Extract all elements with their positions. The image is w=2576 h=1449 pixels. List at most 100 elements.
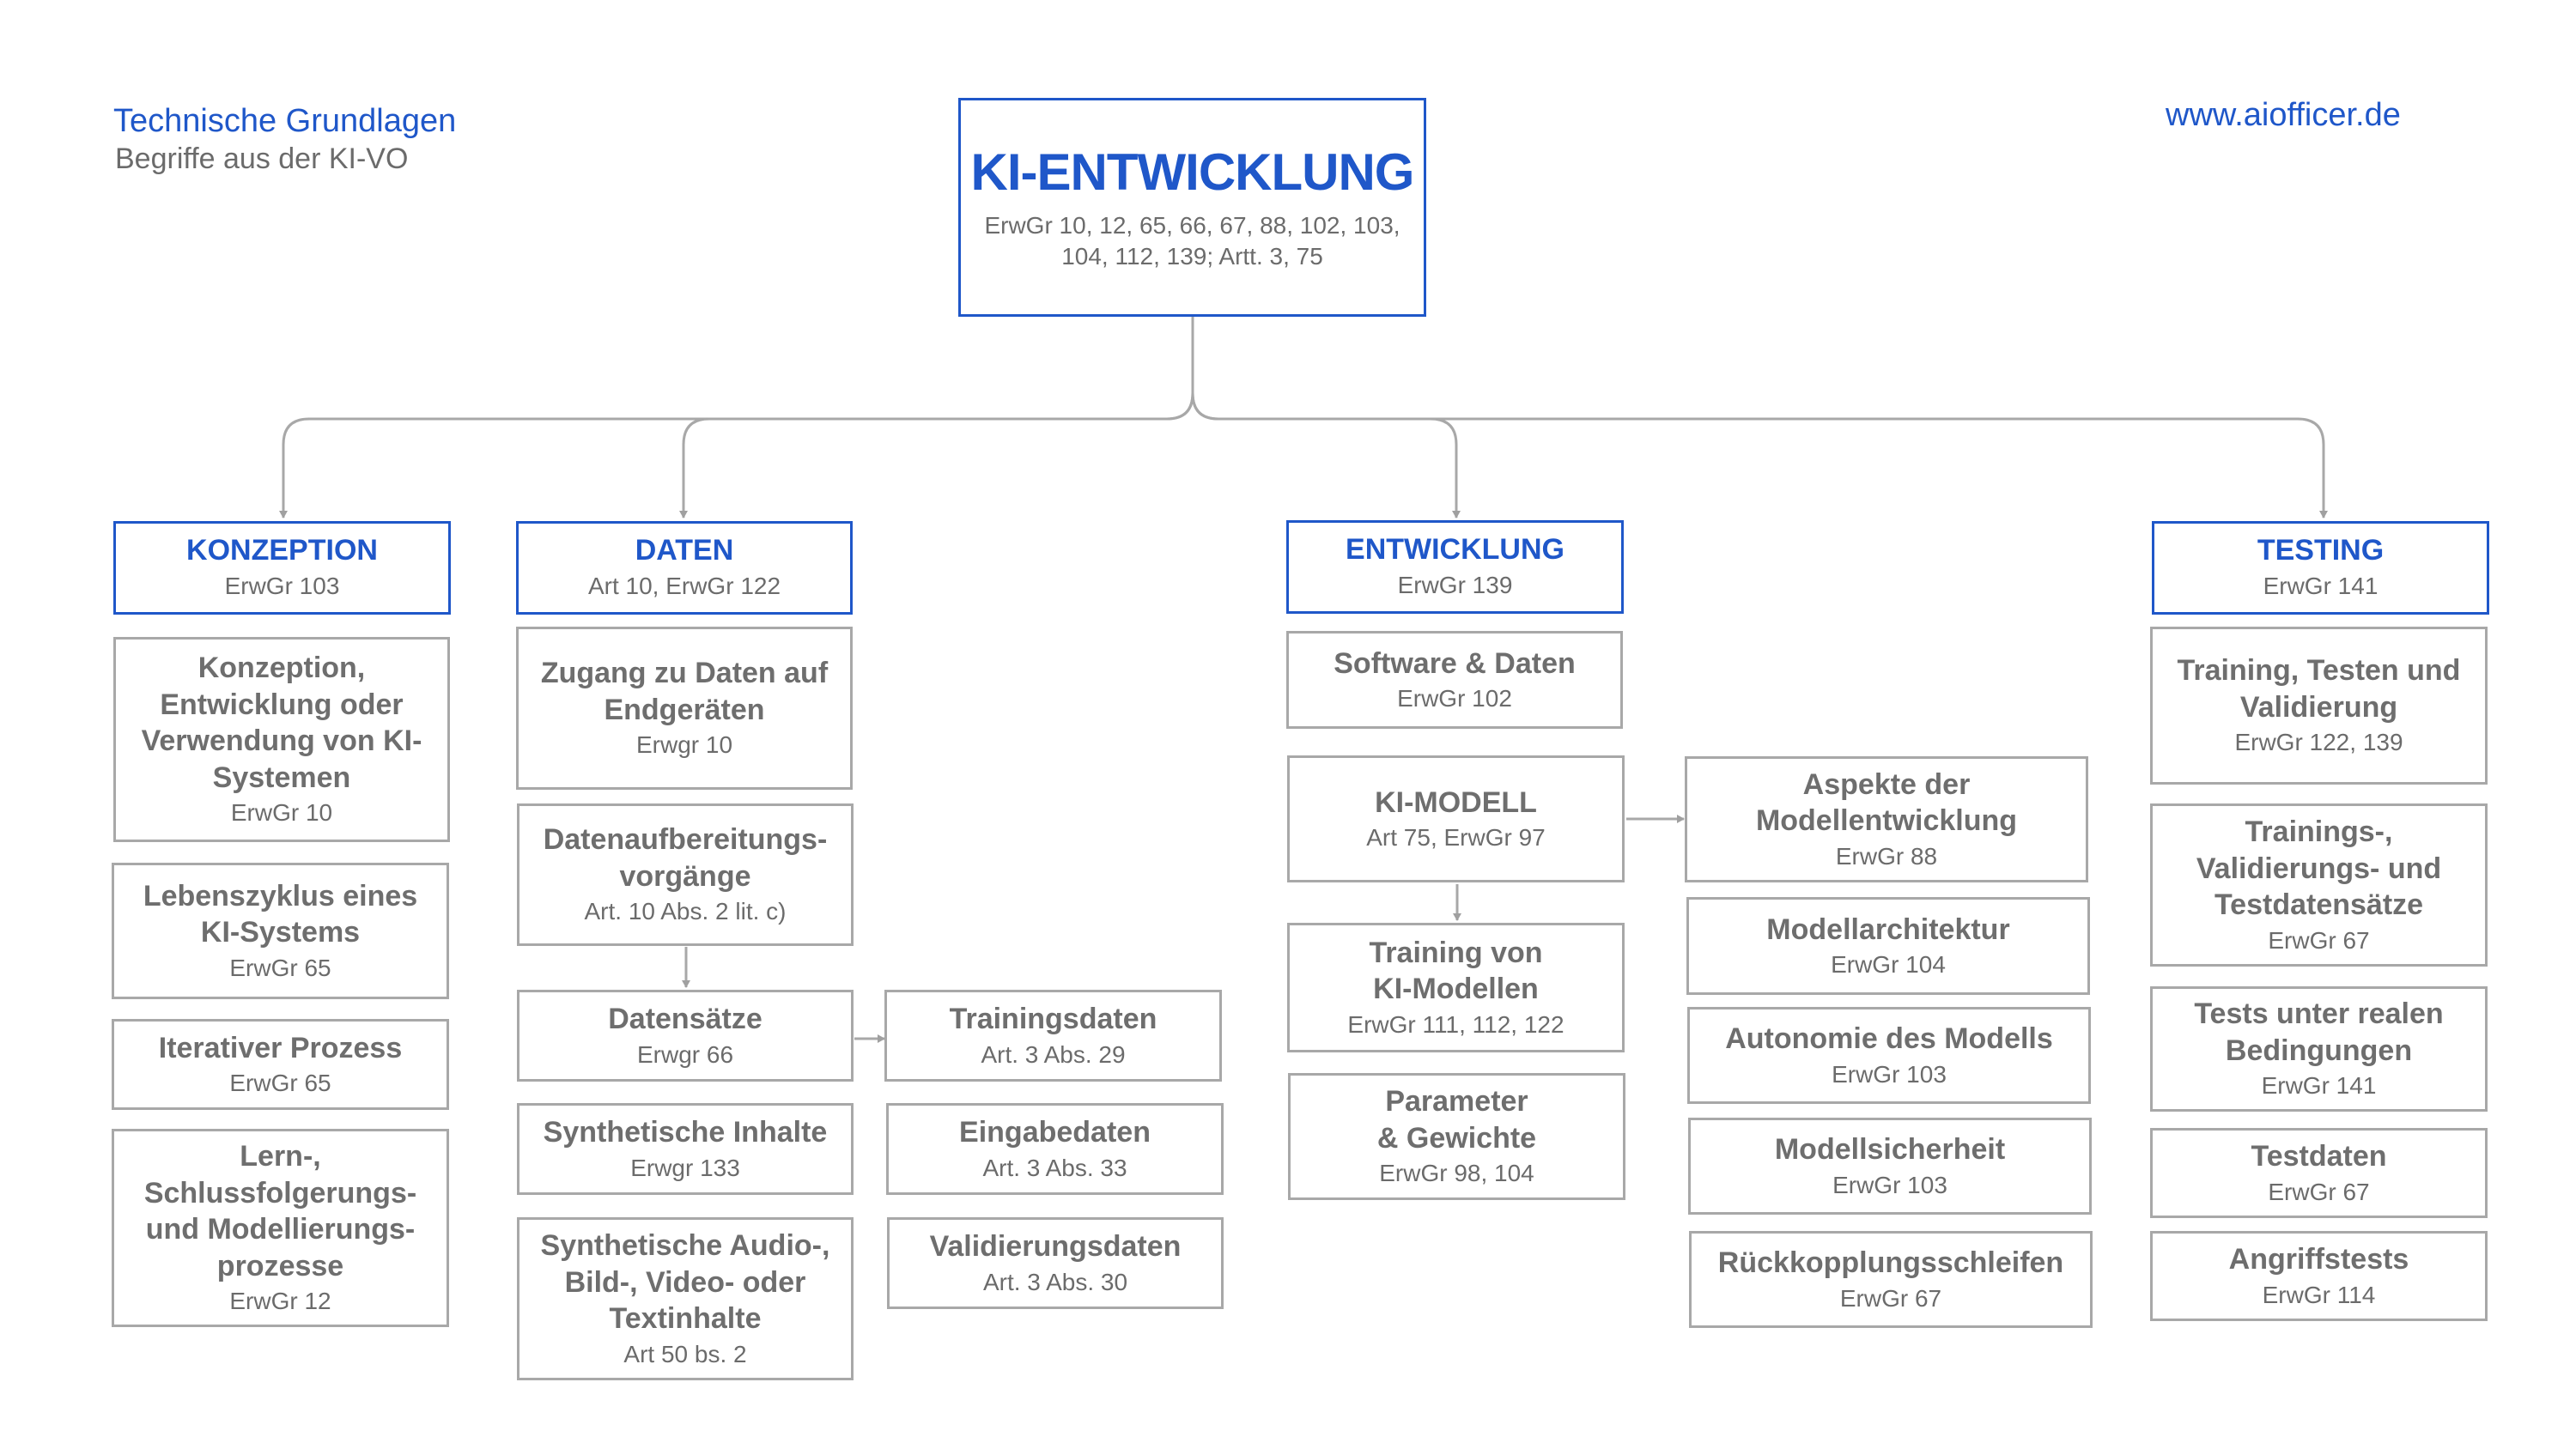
category-testing: TESTING ErwGr 141 [2152,521,2489,615]
connector-root-testing [1191,392,2328,518]
connector-root-entwicklung [1191,392,1461,518]
konzeption-item: Lern-, Schlussfolgerungs- und Modellieru… [112,1129,449,1327]
category-title: ENTWICKLUNG [1346,532,1564,566]
item-ref: ErwGr 114 [2262,1281,2376,1308]
testing-item: Angriffstests ErwGr 114 [2150,1231,2488,1321]
konzeption-item: Konzeption, Entwicklung oder Verwendung … [113,637,450,842]
item-ref: ErwGr 102 [1397,685,1512,712]
daten-item: Synthetische Inhalte Erwgr 133 [517,1103,854,1195]
datensaetze-item: Validierungsdaten Art. 3 Abs. 30 [887,1217,1224,1309]
item-title: Rückkopplungsschleifen [1717,1246,2064,1280]
root-title: KI-ENTWICKLUNG [970,143,1415,202]
category-konzeption: KONZEPTION ErwGr 103 [113,521,451,615]
category-title: KONZEPTION [186,533,378,567]
connector-root-daten [679,392,1194,518]
item-title: Modellsicherheit [1774,1133,2006,1167]
item-title: Eingabedaten [959,1116,1151,1149]
entwicklung-item: Training von KI-Modellen ErwGr 111, 112,… [1287,923,1625,1052]
item-title: Validierungsdaten [929,1230,1182,1264]
item-title: KI-MODELL [1375,785,1537,819]
konzeption-item: Iterativer Prozess ErwGr 65 [112,1019,449,1110]
item-ref: Art 75, ErwGr 97 [1366,824,1546,852]
datensaetze-item: Trainingsdaten Art. 3 Abs. 29 [884,990,1222,1082]
category-ref: Art 10, ErwGr 122 [587,572,781,599]
root-node: KI-ENTWICKLUNG ErwGr 10, 12, 65, 66, 67,… [958,98,1426,317]
category-entwicklung: ENTWICKLUNG ErwGr 139 [1286,520,1624,614]
item-title: Synthetische Audio-, Bild-, Video- oder … [540,1229,830,1336]
item-ref: ErwGr 10 [230,799,333,827]
item-title: Training, Testen und Validierung [2177,654,2461,724]
item-ref: ErwGr 67 [2268,926,2370,954]
entwicklung-item-ki-modell: KI-MODELL Art 75, ErwGr 97 [1287,755,1625,882]
daten-item-datensaetze: Datensätze Erwgr 66 [517,990,854,1082]
category-title: TESTING [2257,533,2385,567]
daten-item: Synthetische Audio-, Bild-, Video- oder … [517,1217,854,1380]
item-ref: ErwGr 67 [2268,1178,2370,1205]
modell-item: Modellarchitektur ErwGr 104 [1686,897,2090,995]
item-title: Tests unter realen Bedingungen [2194,997,2444,1067]
item-ref: ErwGr 111, 112, 122 [1347,1010,1564,1038]
item-ref: Erwgr 133 [630,1154,740,1181]
item-ref: Art. 3 Abs. 33 [982,1154,1127,1181]
item-title: Datenaufbereitungs-vorgänge [543,823,828,893]
item-ref: ErwGr 141 [2261,1072,2377,1100]
daten-item: Datenaufbereitungs-vorgänge Art. 10 Abs.… [517,803,854,946]
item-ref: ErwGr 65 [229,1070,331,1097]
testing-item: Trainings-, Validierungs- und Testdatens… [2150,803,2488,967]
header-url-link[interactable]: www.aiofficer.de [2166,97,2401,133]
item-title: Lebenszyklus eines KI-Systems [143,879,418,949]
testing-item: Training, Testen und Validierung ErwGr 1… [2150,627,2488,785]
connector-root-konzeption [279,317,1194,518]
item-title: Datensätze [608,1003,762,1036]
item-ref: ErwGr 12 [229,1288,331,1315]
category-ref: ErwGr 141 [2263,572,2379,599]
item-ref: ErwGr 122, 139 [2234,729,2403,756]
item-title: Konzeption, Entwicklung oder Verwendung … [141,652,422,794]
item-title: Iterativer Prozess [158,1031,403,1064]
item-ref: ErwGr 104 [1831,951,1946,979]
konzeption-item: Lebenszyklus eines KI-Systems ErwGr 65 [112,863,449,999]
item-title: Zugang zu Daten auf Endgeräten [540,657,829,726]
entwicklung-item: Software & Daten ErwGr 102 [1286,631,1623,729]
modell-item: Aspekte der Modellentwicklung ErwGr 88 [1685,756,2088,882]
category-ref: ErwGr 139 [1397,571,1513,598]
header-subtitle: Begriffe aus der KI-VO [115,142,409,175]
item-ref: Art. 3 Abs. 29 [981,1040,1126,1068]
item-title: Trainingsdaten [949,1003,1157,1036]
item-title: Aspekte der Modellentwicklung [1755,767,2018,838]
modell-item: Autonomie des Modells ErwGr 103 [1687,1007,2091,1104]
entwicklung-item: Parameter & Gewichte ErwGr 98, 104 [1288,1073,1625,1200]
item-ref: Erwgr 10 [635,731,733,759]
item-title: Synthetische Inhalte [543,1116,828,1149]
modell-item: Modellsicherheit ErwGr 103 [1688,1118,2092,1215]
daten-item: Zugang zu Daten auf Endgeräten Erwgr 10 [516,627,853,790]
testing-item: Testdaten ErwGr 67 [2150,1128,2488,1218]
item-ref: Art 50 bs. 2 [623,1340,747,1367]
item-title: Angriffstests [2228,1243,2409,1276]
item-title: Parameter & Gewichte [1376,1085,1537,1155]
header-title: Technische Grundlagen [113,103,457,139]
item-ref: Art. 3 Abs. 30 [982,1268,1128,1295]
item-ref: ErwGr 65 [229,954,331,981]
item-ref: Erwgr 66 [636,1040,734,1068]
testing-item: Tests unter realen Bedingungen ErwGr 141 [2150,986,2488,1112]
item-title: Autonomie des Modells [1725,1022,2053,1056]
modell-item: Rückkopplungsschleifen ErwGr 67 [1689,1231,2093,1328]
category-daten: DATEN Art 10, ErwGr 122 [516,521,853,615]
item-ref: Art. 10 Abs. 2 lit. c) [584,898,787,925]
item-title: Testdaten [2251,1140,2387,1173]
item-title: Training von KI-Modellen [1369,936,1543,1006]
item-title: Modellarchitektur [1766,912,2010,946]
item-ref: ErwGr 88 [1835,842,1938,870]
item-title: Software & Daten [1334,646,1576,680]
item-title: Lern-, Schlussfolgerungs- und Modellieru… [143,1140,417,1282]
item-title: Trainings-, Validierungs- und Testdatens… [2196,815,2442,922]
item-ref: ErwGr 103 [1832,1171,1947,1198]
category-title: DATEN [635,533,734,567]
root-ref: ErwGr 10, 12, 65, 66, 67, 88, 102, 103, … [984,212,1400,270]
category-ref: ErwGr 103 [224,572,340,599]
item-ref: ErwGr 67 [1839,1284,1942,1312]
datensaetze-item: Eingabedaten Art. 3 Abs. 33 [886,1103,1224,1195]
item-ref: ErwGr 98, 104 [1379,1160,1534,1187]
